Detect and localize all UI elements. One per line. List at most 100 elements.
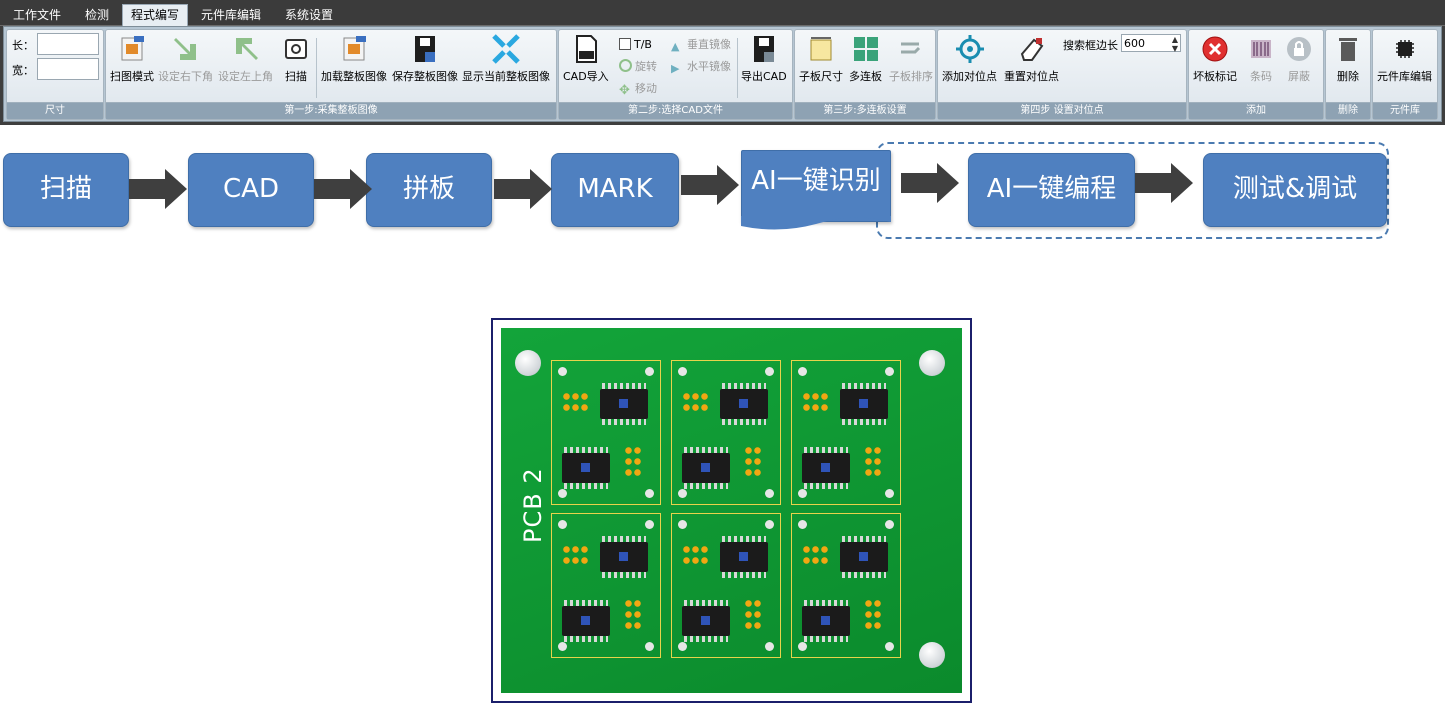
scan-mode-button[interactable]: 扫图模式 [110, 34, 154, 84]
flow-step-mark: MARK [551, 153, 679, 227]
flow-arrow [314, 169, 372, 209]
eraser-icon [1020, 38, 1043, 61]
group-step2-label: 第二步:选择CAD文件 [559, 102, 792, 119]
sub-board-hole [798, 489, 807, 498]
search-box-label: 搜索框边长 [1063, 39, 1118, 52]
ic-chip [840, 536, 888, 578]
library-edit-button[interactable]: 元件库编辑 [1377, 34, 1432, 84]
sub-board [791, 360, 901, 505]
ic-chip [600, 383, 648, 425]
group-step2: CAD导入 T/B 旋转 ✥移动 ▲垂直镜像 ▶水平镜像 导出CAD 第二步: [558, 29, 793, 120]
expand-arrows-icon [492, 34, 520, 64]
tab-work-file[interactable]: 工作文件 [12, 8, 61, 22]
tb-checkbox[interactable]: T/B [619, 36, 652, 54]
group-step1-label: 第一步:采集整板图像 [106, 102, 556, 119]
sub-board-hole [765, 489, 774, 498]
group-step4-label: 第四步 设置对位点 [938, 102, 1186, 119]
flow-step-scan: 扫描 [3, 153, 129, 227]
vertical-mirror-button[interactable]: ▲垂直镜像 [671, 38, 731, 53]
set-bottom-right-button[interactable]: 设定右下角 [158, 34, 213, 84]
grid-icon [853, 37, 878, 61]
tab-library-edit[interactable]: 元件库编辑 [200, 8, 261, 22]
scan-button[interactable]: 扫描 [282, 34, 310, 84]
sub-board-hole [765, 520, 774, 529]
group-library: 元件库编辑 元件库 [1372, 29, 1438, 120]
flow-step-panelize: 拼板 [366, 153, 492, 227]
sub-board [791, 513, 901, 658]
vertical-mirror-icon: ▲ [671, 40, 680, 53]
reset-fiducial-button[interactable]: 重置对位点 [1004, 34, 1059, 84]
tab-system-settings[interactable]: 系统设置 [284, 8, 333, 22]
width-label: 宽： [12, 64, 34, 77]
solder-pads [624, 598, 642, 632]
tab-program-edit[interactable]: 程式编写 [122, 4, 188, 26]
solder-pads [624, 445, 642, 479]
sub-board-hole [645, 367, 654, 376]
move-button[interactable]: ✥移动 [619, 82, 657, 98]
horizontal-mirror-button[interactable]: ▶水平镜像 [671, 60, 731, 75]
ic-chip [802, 447, 850, 489]
barcode-button[interactable]: 条码 [1247, 34, 1275, 84]
multi-board-button[interactable]: 多连板 [849, 34, 882, 84]
sub-board [671, 360, 781, 505]
length-input[interactable] [37, 33, 99, 55]
cad-import-button[interactable]: CAD导入 [563, 34, 609, 84]
sub-board-hole [885, 367, 894, 376]
sub-board-hole [645, 520, 654, 529]
shield-button[interactable]: 屏蔽 [1285, 34, 1313, 84]
spinner-icon[interactable]: ▲▼ [1171, 35, 1178, 53]
ic-chip [562, 447, 610, 489]
move-icon: ✥ [619, 83, 630, 98]
show-board-image-button[interactable]: 显示当前整板图像 [462, 34, 550, 84]
group-step3: 子板尺寸 多连板 子板排序 第三步:多连板设置 [794, 29, 936, 120]
sub-board-hole [885, 642, 894, 651]
load-image-icon [343, 36, 366, 61]
ic-chip [682, 600, 730, 642]
add-fiducial-button[interactable]: 添加对位点 [942, 34, 997, 84]
rotate-button[interactable]: 旋转 [619, 58, 657, 76]
flow-arrow [494, 169, 552, 209]
export-cad-button[interactable]: 导出CAD [741, 34, 787, 84]
sub-board-hole [558, 520, 567, 529]
ic-chip [600, 536, 648, 578]
sub-board-hole [558, 642, 567, 651]
sub-board-hole [678, 642, 687, 651]
horizontal-mirror-icon: ▶ [671, 62, 680, 75]
set-top-left-button[interactable]: 设定左上角 [218, 34, 273, 84]
pcb-board: PCB 2 [501, 328, 962, 693]
ic-chip [720, 383, 768, 425]
sub-board-hole [645, 489, 654, 498]
separator [737, 38, 738, 98]
group-library-label: 元件库 [1373, 102, 1437, 119]
flow-step-ai-recognize: AI一键识别 [741, 150, 891, 222]
flow-arrow [901, 163, 959, 203]
mounting-hole [919, 642, 945, 668]
solder-pads [682, 391, 708, 413]
arrow-up-left-icon [235, 38, 258, 60]
delete-button[interactable]: 删除 [1334, 34, 1362, 84]
group-add-label: 添加 [1189, 102, 1323, 119]
sub-board-size-button[interactable]: 子板尺寸 [799, 34, 843, 84]
pcb-label: PCB 2 [519, 467, 547, 543]
close-circle-icon [1202, 36, 1228, 62]
flow-step-test-debug: 测试&调试 [1203, 153, 1387, 227]
menu-bar: 工作文件 检测 程式编写 元件库编辑 系统设置 [0, 0, 1445, 26]
ic-chip [802, 600, 850, 642]
save-disk-icon [415, 36, 435, 62]
sub-board-sort-button[interactable]: 子板排序 [889, 34, 933, 84]
checkbox-icon [619, 38, 631, 50]
load-board-image-button[interactable]: 加载整板图像 [321, 34, 387, 84]
search-box-size-input[interactable]: 600 ▲▼ [1121, 34, 1181, 53]
group-step3-label: 第三步:多连板设置 [795, 102, 935, 119]
mounting-hole [919, 350, 945, 376]
group-step4: 添加对位点 重置对位点 搜索框边长 600 ▲▼ 第四步 设置对位点 [937, 29, 1187, 120]
arrow-down-right-icon [173, 38, 196, 60]
save-board-image-button[interactable]: 保存整板图像 [392, 34, 458, 84]
target-icon [955, 35, 984, 63]
flow-step-cad: CAD [188, 153, 314, 227]
pcb-image-frame: PCB 2 [491, 318, 972, 703]
lock-icon [1287, 37, 1311, 61]
tab-inspect[interactable]: 检测 [84, 8, 109, 22]
bad-board-mark-button[interactable]: 坏板标记 [1193, 34, 1237, 84]
width-input[interactable] [37, 58, 99, 80]
